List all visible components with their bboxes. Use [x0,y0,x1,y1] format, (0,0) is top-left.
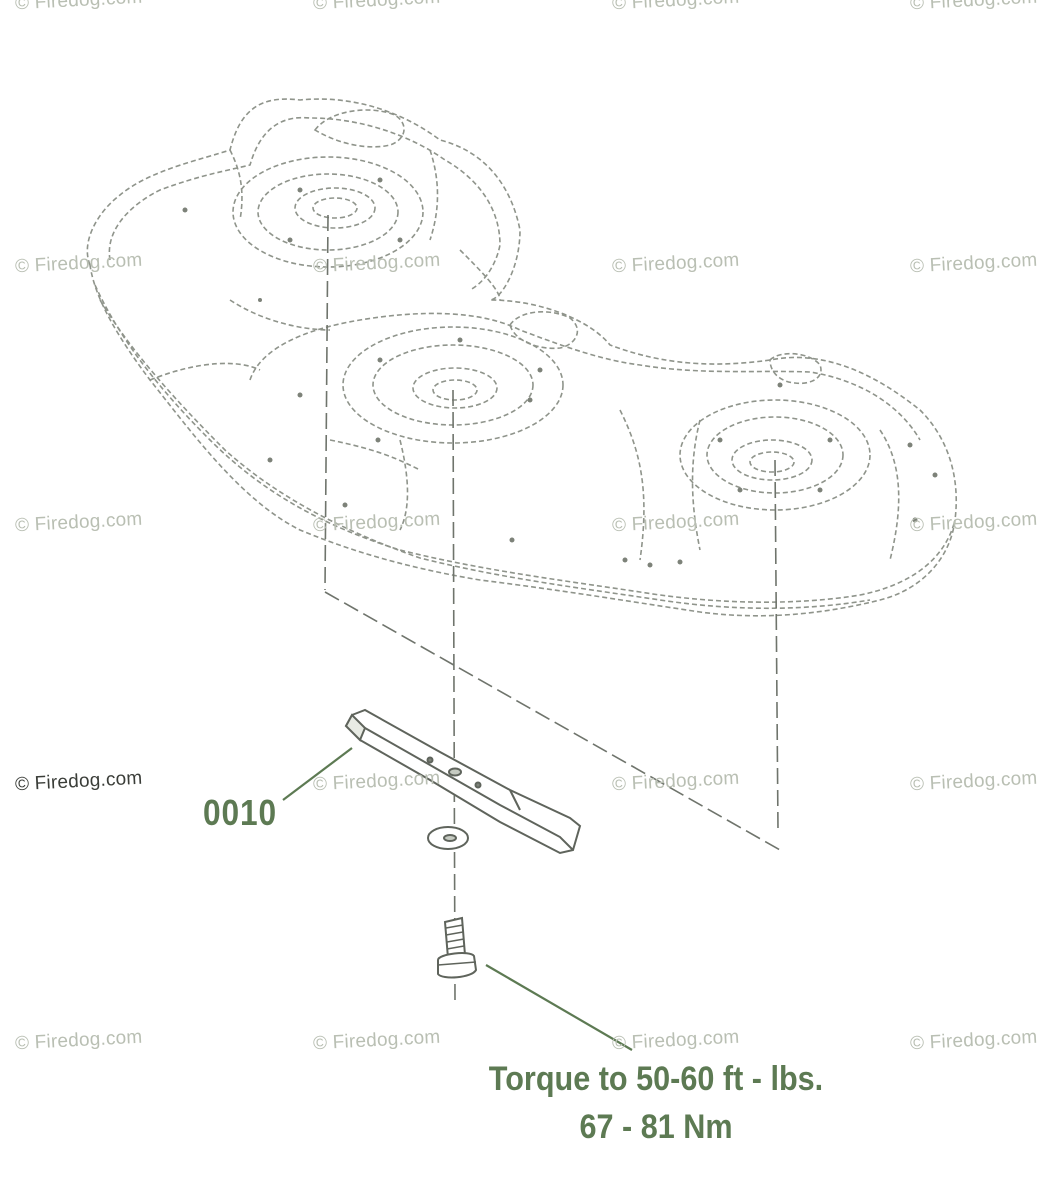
blade-part [344,708,582,855]
deck-fasteners [182,177,938,568]
spindle-centerlines [324,214,781,1001]
mower-deck-housing [86,98,958,617]
torque-note-line2: 67 - 81 Nm [579,1108,733,1146]
bolt-part [437,916,478,979]
part-number-label: 0010 [203,792,278,833]
washer-part [427,826,469,850]
torque-note-line1: Torque to 50-60 ft - lbs. [488,1060,824,1098]
leader-lines [282,747,633,1051]
